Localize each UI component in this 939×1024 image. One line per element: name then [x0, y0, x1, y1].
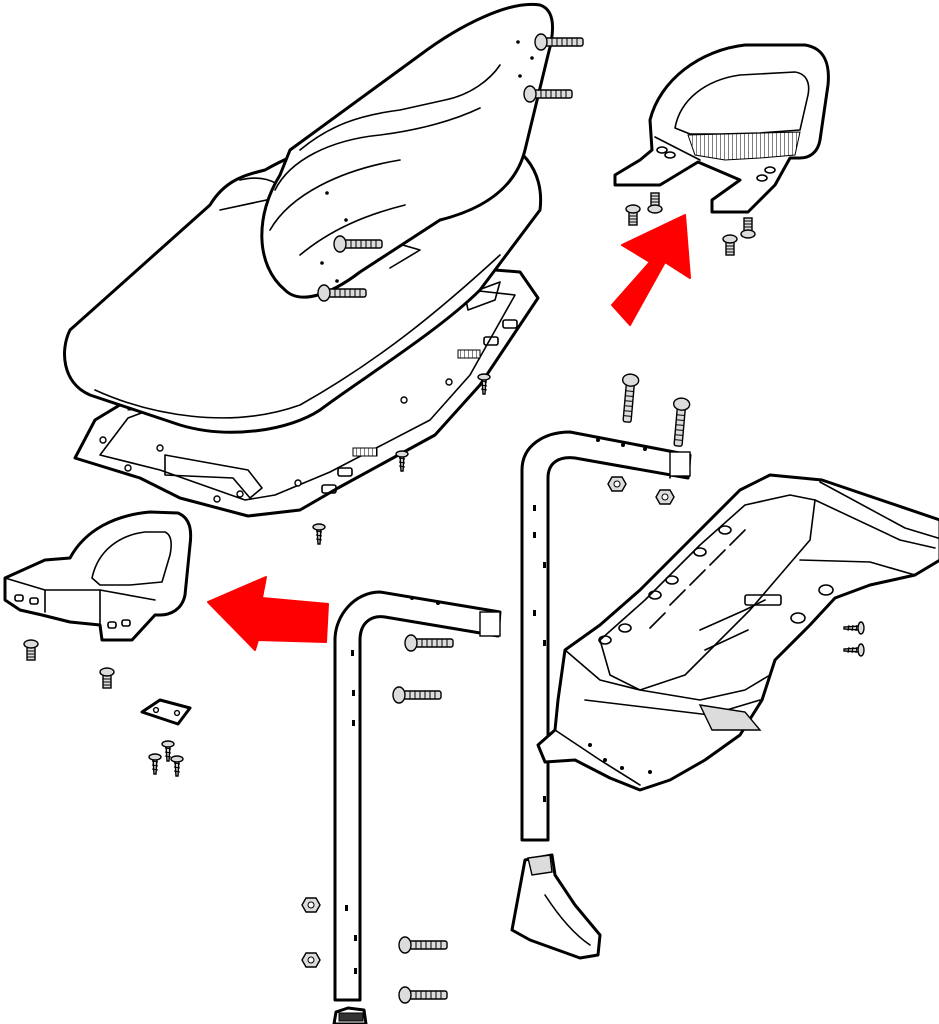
rear-body-tub: [536, 473, 939, 792]
front-hip-restraint: [3, 510, 193, 642]
front-hip-restraint-studs: [23, 639, 115, 689]
hinge-bracket: [140, 698, 192, 777]
arrow-up-right: [611, 214, 691, 326]
seat-back-cushion: [260, 2, 554, 299]
left-seat-support-tube: [333, 590, 502, 1002]
tub-screws: [843, 621, 865, 657]
tube-end-cap: [332, 1006, 368, 1024]
right-seat-support-tube: [520, 430, 692, 842]
rear-hip-restraint: [613, 43, 830, 214]
arrow-left: [207, 576, 329, 651]
tube-end-foot: [510, 853, 602, 960]
